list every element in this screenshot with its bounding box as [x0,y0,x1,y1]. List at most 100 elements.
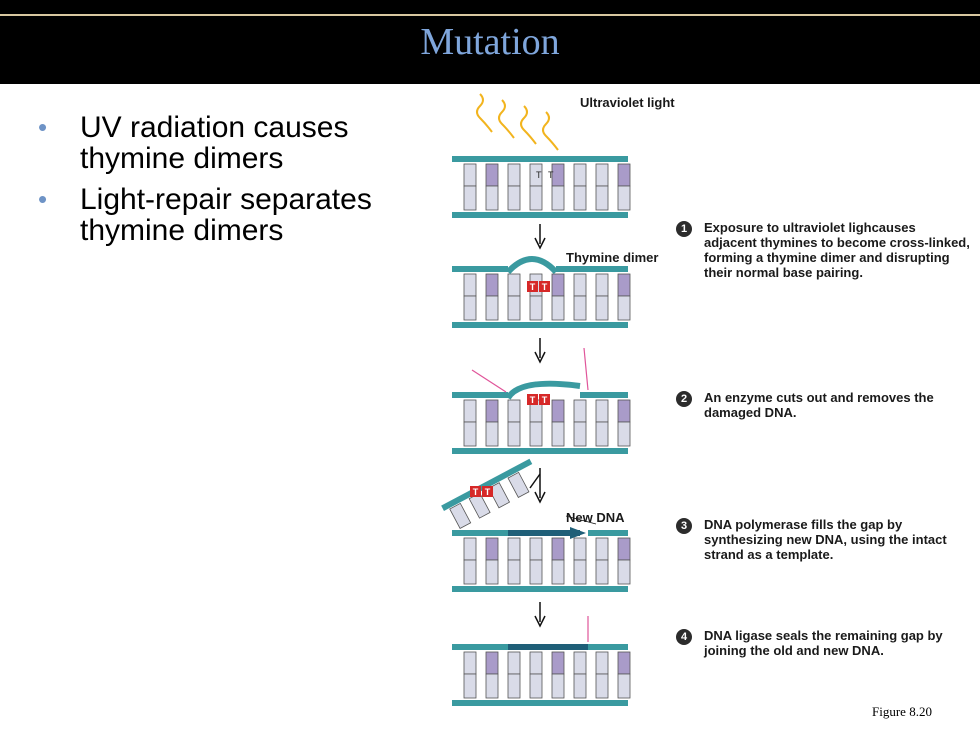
base-bottom [573,185,587,211]
base-bottom [463,559,477,585]
base-fragment [449,502,472,529]
title-rule [0,14,980,16]
uv-ray [498,99,515,139]
cut-arrow [583,347,589,391]
base-bottom [485,673,499,699]
dna-backbone-top [452,266,508,272]
base-top [507,399,521,423]
step-caption-1: Exposure to ultraviolet lighcauses adjac… [704,220,970,280]
dna-backbone-top [580,392,628,398]
step-caption-3: DNA polymerase fills the gap by synthesi… [704,517,947,562]
bullet-dot-icon: • [38,112,48,142]
base-bottom [485,185,499,211]
page-title: Mutation [420,21,560,63]
base-top [463,651,477,675]
base-bottom [573,559,587,585]
synthesis-arrow-head [570,527,586,539]
base-fragment [488,482,511,509]
base-bottom [463,421,477,447]
dna-backbone-bottom [452,322,628,328]
new-dna-label: New DNA [566,510,625,525]
base-top [573,163,587,187]
base-bottom [507,185,521,211]
base-bottom [507,295,521,321]
base-top [485,273,499,297]
dna-backbone-top [452,156,628,162]
base-top [463,399,477,423]
base-bottom [595,421,609,447]
step-number-3: 3 [676,518,692,534]
bullet-text: Light-repair separates thymine dimers [80,183,372,247]
base-top [463,273,477,297]
dna-backbone-top [508,530,580,536]
down-arrow-head [534,491,546,504]
thymine-label: T [542,395,548,405]
base-bottom [551,295,565,321]
step-number-4: 4 [676,629,692,645]
base-top [551,537,565,561]
base-bottom [551,185,565,211]
base-top [551,273,565,297]
base-top [551,399,565,423]
base-top [617,399,631,423]
dna-duplex [452,392,631,454]
base-bottom [463,295,477,321]
down-arrow-head [534,237,546,250]
base-top [463,163,477,187]
thymine-base [527,394,538,405]
base-bottom [529,559,543,585]
uv-ray [542,111,559,151]
base-top [573,273,587,297]
bullet-text: UV radiation causes thymine dimers [80,111,349,175]
base-top [617,651,631,675]
base-top [529,651,543,675]
bullet-item: •Light-repair separates thymine dimers [38,184,408,246]
base-top [485,163,499,187]
base-bottom [551,673,565,699]
base-top [551,651,565,675]
base-top [463,537,477,561]
dna-backbone-kink [505,256,559,275]
base-top [573,651,587,675]
dna-backbone-bottom [452,700,628,706]
thymine-dimer-label: Thymine dimer [566,250,659,265]
excised-fragment [441,458,533,529]
label-leader [565,515,597,525]
thymine-label: T [536,170,542,180]
base-bottom [507,421,521,447]
base-bottom [573,421,587,447]
base-bottom [595,185,609,211]
dna-backbone-top [556,266,628,272]
base-bottom [617,295,631,321]
dna-duplex [452,266,631,328]
base-top [617,273,631,297]
base-bottom [507,559,521,585]
bullet-list: • UV radiation causes thymine dimers •Lig… [38,112,408,256]
side-arrow [529,473,541,489]
base-bottom [529,421,543,447]
base-bottom [529,295,543,321]
base-bottom [529,185,543,211]
down-arrow-head [534,351,546,364]
base-bottom [573,295,587,321]
base-bottom [529,673,543,699]
dna-backbone-top [508,644,588,650]
base-top [485,651,499,675]
figure-label: Figure 8.20 [872,704,932,719]
dna-backbone-top [588,644,628,650]
uv-light-label: Ultraviolet light [580,95,675,110]
base-bottom [595,673,609,699]
dna-duplex [452,530,631,592]
step-caption-4: DNA ligase seals the remaining gap by jo… [704,628,943,658]
base-bottom [617,185,631,211]
base-bottom [617,559,631,585]
base-bottom [551,559,565,585]
thymine-label: T [530,282,536,292]
dna-backbone-bottom [452,448,628,454]
base-top [507,273,521,297]
cut-arrow [471,369,507,393]
base-top [551,163,565,187]
thymine-base [527,281,538,292]
